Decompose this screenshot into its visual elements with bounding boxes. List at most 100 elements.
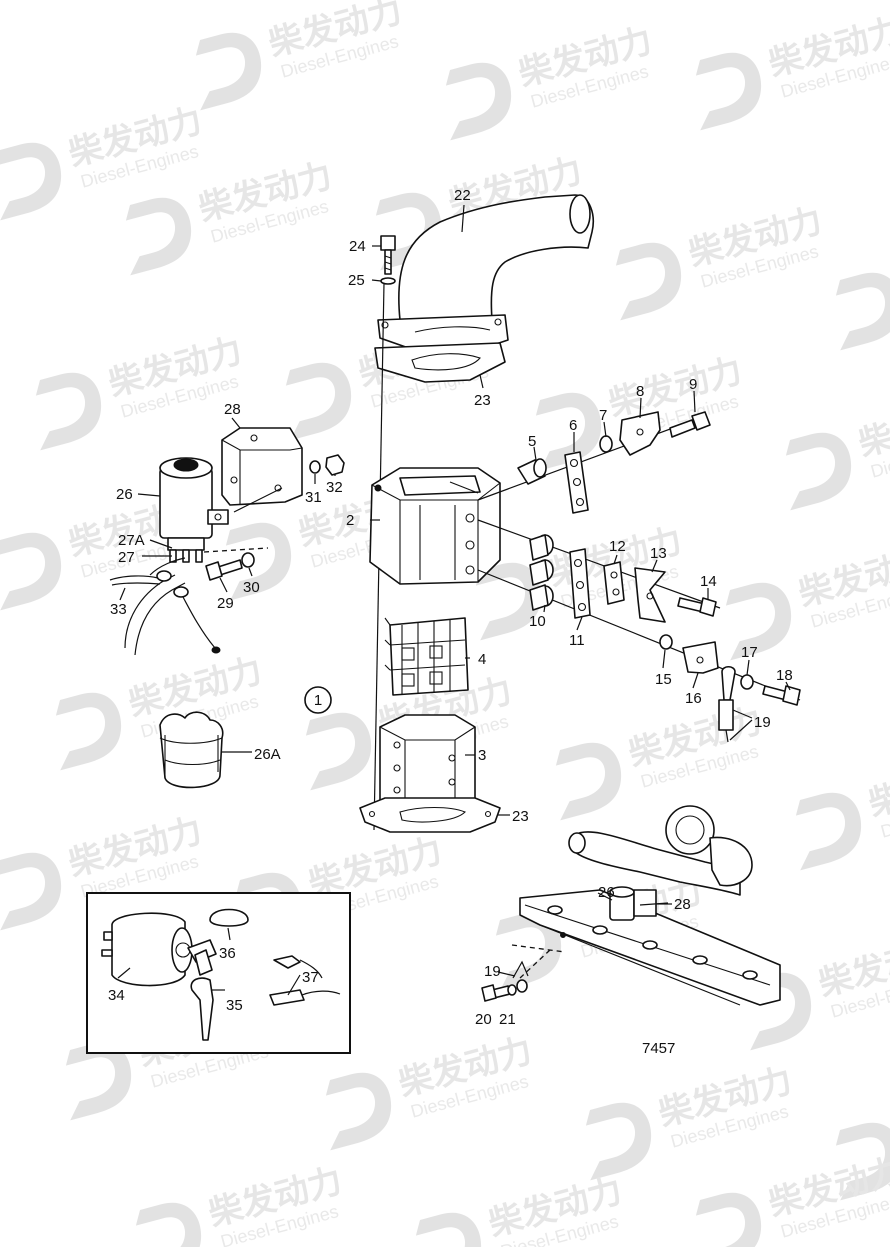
- manifold-block: [369, 467, 501, 585]
- watermark-logo-icon: [0, 852, 62, 931]
- gasket-lower: [359, 797, 501, 833]
- callout-34: 34: [108, 987, 125, 1004]
- callout-27: 27: [118, 549, 135, 566]
- callout-23-upper: 23: [474, 392, 491, 409]
- watermark-logo-icon: [65, 1042, 132, 1121]
- watermark-logo-icon: [35, 372, 102, 451]
- callout-36: 36: [219, 945, 236, 962]
- callout-26A: 26A: [254, 746, 281, 763]
- leader-lines: [117, 204, 791, 996]
- lower-clamp-hardware: [477, 519, 801, 743]
- callout-22: 22: [454, 187, 471, 204]
- callout-16: 16: [685, 690, 702, 707]
- ignition-switch-inset: [86, 892, 351, 1054]
- watermark-logo-icon: [785, 432, 852, 511]
- watermark-logo-icon: [835, 272, 890, 351]
- callout-4: 4: [478, 651, 486, 668]
- watermark-logo-icon: [555, 742, 622, 821]
- watermark-logo-icon: [745, 972, 812, 1051]
- callout-15: 15: [655, 671, 672, 688]
- callout-31: 31: [305, 489, 322, 506]
- callout-9: 9: [689, 376, 697, 393]
- watermark-logo-icon: [125, 197, 192, 276]
- callout-17: 17: [741, 644, 758, 661]
- callout-19-main: 19: [754, 714, 771, 731]
- gasket-upper: [374, 342, 506, 383]
- callout-23-lower: 23: [512, 808, 529, 825]
- callout-6: 6: [569, 417, 577, 434]
- watermark-cn-text: 柴发动力: [855, 391, 890, 465]
- watermark-logo-icon: [415, 1212, 482, 1247]
- group-marker: 1: [304, 686, 332, 714]
- callout-19-view: 19: [484, 963, 501, 980]
- callout-20: 20: [475, 1011, 492, 1028]
- callout-13: 13: [650, 545, 667, 562]
- callout-32: 32: [326, 479, 343, 496]
- upper-clamp-hardware: [477, 411, 711, 514]
- watermark-logo-icon: [55, 692, 122, 771]
- watermark-logo-icon: [475, 562, 542, 641]
- exhaust-elbow: [377, 194, 594, 353]
- callout-8: 8: [636, 383, 644, 400]
- watermark-logo-icon: [495, 912, 562, 991]
- watermark-logo-icon: [725, 582, 792, 661]
- callout-35: 35: [226, 997, 243, 1014]
- watermark-logo-icon: [835, 1122, 890, 1201]
- watermark-logo-icon: [325, 1072, 392, 1151]
- callout-2: 2: [346, 512, 354, 529]
- washer-25: [380, 277, 396, 285]
- callout-26-main: 26: [116, 486, 133, 503]
- watermark-logo-icon: [795, 792, 862, 871]
- callout-37: 37: [302, 969, 319, 986]
- callout-10: 10: [529, 613, 546, 630]
- watermark-logo-icon: [305, 712, 372, 791]
- watermark-logo-icon: [225, 522, 292, 601]
- callout-14: 14: [700, 573, 717, 590]
- watermark-logo-icon: [0, 532, 62, 611]
- watermark-logo-icon: [535, 392, 602, 471]
- callout-24: 24: [349, 238, 366, 255]
- watermark-logo-icon: [195, 32, 262, 111]
- watermark-logo-icon: [445, 62, 512, 141]
- callout-30: 30: [243, 579, 260, 596]
- callout-labels: 22 24 25 23 28 5 6 7 8 9 31 32 26 2 27A …: [108, 187, 793, 1057]
- watermark-logo-icon: [695, 52, 762, 131]
- callout-25: 25: [348, 272, 365, 289]
- watermark-logo-icon: [135, 1202, 202, 1247]
- group-marker-label: 1: [314, 692, 322, 709]
- cooling-fin-pack: [384, 617, 469, 696]
- callout-3: 3: [478, 747, 486, 764]
- callout-28-view: 28: [674, 896, 691, 913]
- heat-shield-26A: [159, 711, 224, 789]
- bolt-24: [380, 235, 396, 275]
- watermark-logo-icon: [615, 242, 682, 321]
- callout-27A: 27A: [118, 532, 145, 549]
- watermark-cn-text: 柴发动力: [865, 751, 890, 825]
- callout-12: 12: [609, 538, 626, 555]
- callout-33: 33: [110, 601, 127, 618]
- watermark-logo-icon: [695, 1192, 762, 1247]
- watermark-logo-icon: [285, 362, 352, 441]
- callout-11: 11: [569, 632, 585, 649]
- callout-26-view: 26: [598, 884, 615, 901]
- callout-5: 5: [528, 433, 536, 450]
- watermark-logo-icon: [585, 1102, 652, 1181]
- drawing-number: 7457: [642, 1040, 675, 1057]
